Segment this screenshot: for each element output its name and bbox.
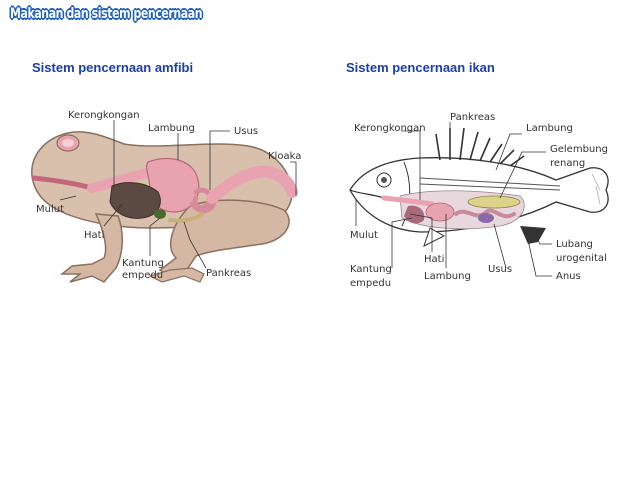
- fish-label-usus: Usus: [488, 264, 512, 275]
- fish-leader-lines: [355, 122, 552, 277]
- frog-intestine-coils: [189, 187, 217, 213]
- fish-swim-bladder: [467, 195, 521, 209]
- frog-label-pankreas: Pankreas: [206, 268, 251, 279]
- frog-label-mulut: Mulut: [36, 204, 64, 215]
- page-header-title: Makanan dan sistem pencernaan: [10, 6, 203, 22]
- frog-pancreas: [168, 212, 204, 223]
- frog-label-hati: Hati: [84, 230, 104, 241]
- frog-front-leg: [59, 213, 123, 283]
- fish-anal-fin: [520, 226, 546, 244]
- fish-label-empedu: empedu: [350, 278, 391, 289]
- frog-label-kerongkongan: Kerongkongan: [68, 110, 140, 121]
- frog-large-intestine: [206, 165, 298, 204]
- frog-label-lambung: Lambung: [148, 123, 195, 134]
- fish-stomach: [425, 202, 455, 222]
- fish-vertebrae: [419, 177, 561, 191]
- fish-label-mulut: Mulut: [350, 230, 378, 241]
- fish-gonad: [478, 213, 494, 223]
- frog-diagram: Kerongkongan Lambung Usus Kloaka Mulut H…: [31, 110, 301, 283]
- frog-label-usus: Usus: [234, 126, 258, 137]
- frog-label-kantung: Kantung: [122, 258, 164, 269]
- fish-diagram: Pankreas Kerongkongan Lambung Gelembung …: [349, 112, 609, 289]
- fish-label-urogenital: urogenital: [556, 253, 607, 264]
- frog-section-title: Sistem pencernaan amfibi: [32, 60, 194, 75]
- fish-label-lambung-bottom: Lambung: [424, 271, 471, 282]
- frog-gall-bladder: [154, 209, 166, 219]
- fish-label-lambung-top: Lambung: [526, 123, 573, 134]
- frog-leader-lines: [59, 120, 297, 269]
- frog-oesophagus: [87, 167, 157, 193]
- fish-section-title: Sistem pencernaan ikan: [346, 60, 495, 75]
- fish-pelvic-fin: [423, 227, 446, 247]
- frog-label-kloaka: Kloaka: [268, 151, 301, 162]
- fish-oesophagus: [381, 195, 435, 207]
- frog-hind-foot: [148, 267, 205, 283]
- fish-label-kantung: Kantung: [350, 264, 392, 275]
- fish-label-gelembung: Gelembung: [550, 144, 608, 155]
- fish-intestine: [454, 208, 516, 219]
- fish-mouth: [349, 189, 385, 199]
- fish-label-pankreas: Pankreas: [450, 112, 495, 123]
- fish-label-anus: Anus: [556, 271, 581, 282]
- fish-tail-rays: [591, 173, 601, 205]
- fish-label-lubang: Lubang: [556, 239, 593, 250]
- fish-label-renang: renang: [550, 158, 585, 169]
- fish-dorsal-spines: [435, 127, 525, 167]
- fish-label-kerongkongan: Kerongkongan: [354, 123, 426, 134]
- frog-label-empedu: empedu: [122, 270, 163, 281]
- frog-mouth: [31, 175, 95, 191]
- fish-label-hati: Hati: [424, 254, 444, 265]
